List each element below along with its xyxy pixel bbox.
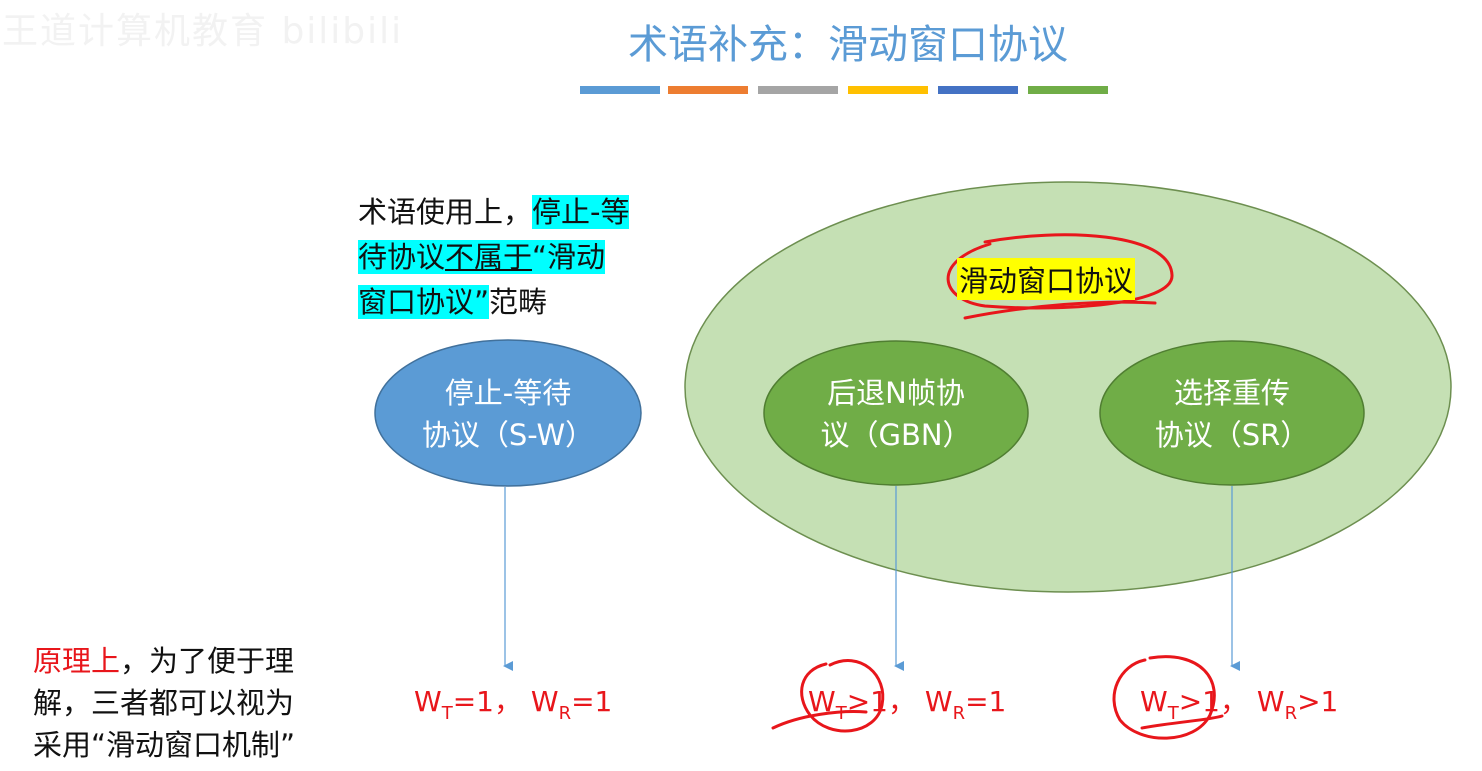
principle-emphasis: 原理上 (33, 644, 121, 678)
principle-note: 原理上，为了便于理 解，三者都可以视为 采用“滑动窗口机制” (33, 640, 295, 766)
note-highlight: 停止-等 (532, 195, 630, 229)
title-bar-gray (758, 86, 838, 94)
sr-label-line2: 协议（SR） (1154, 418, 1310, 452)
principle-text: ，为了便于理 (120, 644, 295, 678)
handwritten-annotations (771, 233, 1224, 740)
gbn-label: 后退N帧协 议（GBN） (766, 372, 1026, 456)
title-bar-darkblue (938, 86, 1018, 94)
sliding-window-label: 滑动窗口协议 (957, 258, 1136, 300)
sw-label-line2: 协议（S-W） (421, 418, 595, 452)
gbn-ellipse (763, 340, 1029, 486)
note-highlight: 窗口协议” (358, 285, 490, 319)
gbn-label-line2: 议（GBN） (820, 418, 972, 452)
terminology-note: 术语使用上，停止-等 待协议不属于“滑动 窗口协议”范畴 (358, 190, 630, 325)
sr-label-line1: 选择重传 (1173, 376, 1290, 410)
title-bar-gold (848, 86, 928, 94)
gbn-window-formula: WT>1， WR=1 (808, 685, 1007, 724)
watermark: 王道计算机教育 bilibili (2, 11, 404, 52)
note-text: 术语使用上， (358, 195, 533, 229)
sw-window-formula: WT=1， WR=1 (414, 685, 613, 724)
note-highlight: “滑动 (532, 240, 606, 274)
sw-label-line1: 停止-等待 (444, 376, 572, 410)
title-bar-green (1028, 86, 1108, 94)
title-bar-orange (668, 86, 748, 94)
sr-window-formula: WT>1， WR>1 (1140, 685, 1339, 724)
principle-text: 采用“滑动窗口机制” (33, 728, 296, 762)
note-highlight: 待协议 (358, 240, 446, 274)
gbn-label-line1: 后退N帧协 (827, 376, 965, 410)
slide-title: 术语补充：滑动窗口协议 (628, 22, 1068, 68)
sw-label: 停止-等待 协议（S-W） (378, 372, 638, 456)
note-underlined: 不属于 (445, 240, 533, 274)
note-text: 范畴 (489, 285, 548, 319)
sliding-window-ellipse (684, 181, 1452, 593)
title-bar-blue (580, 86, 660, 94)
sr-label: 选择重传 协议（SR） (1102, 372, 1362, 456)
sw-ellipse (374, 339, 642, 487)
sr-ellipse (1099, 340, 1365, 486)
principle-text: 解，三者都可以视为 (33, 686, 295, 720)
